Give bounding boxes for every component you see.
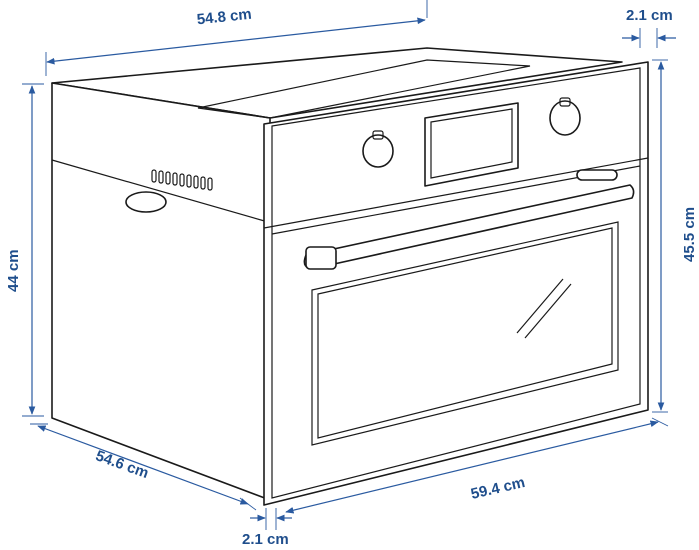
top-cover-strip: [197, 59, 531, 119]
dim-front-thickness-bottom: 2.1 cm: [242, 508, 292, 548]
door-latch-button[interactable]: [576, 169, 618, 181]
label-front-width: 59.4 cm: [469, 474, 526, 503]
label-body-height: 44 cm: [5, 249, 22, 292]
dim-body-height: 44 cm: [5, 83, 44, 417]
dim-top-depth: 54.8 cm: [45, 0, 428, 76]
label-front-thickness-top: 2.1 cm: [626, 7, 673, 24]
dim-front-height: 45.5 cm: [652, 59, 698, 413]
label-top-depth: 54.8 cm: [196, 6, 253, 29]
oven-body: [51, 47, 623, 501]
front-frame: [263, 61, 649, 506]
oven-side-panel: [51, 82, 271, 501]
label-front-height: 45.5 cm: [681, 207, 698, 262]
vent-slots: [151, 169, 213, 191]
display-screen: [424, 102, 519, 187]
side-bracket: [125, 191, 167, 213]
dim-front-thickness-top: 2.1 cm: [622, 7, 676, 48]
right-knob[interactable]: [549, 97, 581, 136]
left-knob[interactable]: [362, 130, 394, 168]
door-window: [311, 221, 619, 446]
label-front-thickness-bottom: 2.1 cm: [242, 531, 289, 548]
oven-front: [263, 61, 649, 506]
door-handle[interactable]: [303, 184, 635, 270]
